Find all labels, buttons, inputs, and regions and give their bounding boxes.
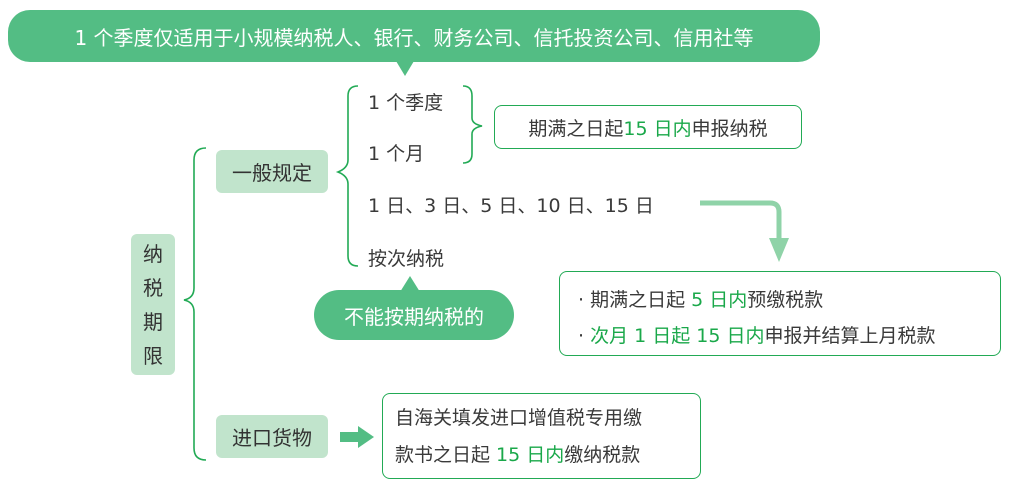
top-note-bubble: 1 个季度仅适用于小规模纳税人、银行、财务公司、信托投资公司、信用社等 (8, 10, 820, 62)
irregular-note-pointer (400, 276, 420, 292)
general-node: 一般规定 (216, 150, 328, 193)
rule-text: 期满之日起 (590, 289, 692, 311)
days-arrow-head (769, 238, 789, 262)
rule-text: 期满之日起 (528, 117, 624, 140)
main-brace (183, 147, 207, 461)
imports-arrow-head (358, 426, 374, 448)
period-days: 1 日、3 日、5 日、10 日、15 日 (368, 195, 654, 217)
quarter-month-brace (462, 85, 483, 164)
rule-highlight: 次月 1 日起 15 日内 (590, 325, 765, 347)
bullet: · (578, 325, 585, 347)
period-quarter: 1 个季度 (368, 92, 444, 114)
imports-rule-line: 款书之日起 15 日内缴纳税款 (395, 437, 700, 474)
days-rule-box: · 期满之日起 5 日内预缴税款 · 次月 1 日起 15 日内申报并结算上月税… (559, 271, 1001, 356)
imports-node: 进口货物 (216, 415, 328, 458)
rule-highlight: 15 日内 (496, 444, 565, 466)
root-char: 限 (143, 343, 163, 368)
period-per-transaction: 按次纳税 (368, 248, 445, 270)
days-rule-line: · 次月 1 日起 15 日内申报并结算上月税款 (578, 318, 1000, 354)
root-node: 纳 税 期 限 (131, 234, 175, 375)
days-rule-line: · 期满之日起 5 日内预缴税款 (578, 282, 1000, 318)
rule-highlight: 15 日内 (623, 117, 692, 140)
rule-text: 预缴税款 (747, 289, 824, 311)
rule-text: 缴纳税款 (564, 444, 641, 466)
quarter-month-rule-box: 期满之日起 15 日内申报纳税 (494, 105, 802, 149)
general-brace (335, 85, 359, 267)
period-month: 1 个月 (368, 143, 425, 165)
rule-text: 款书之日起 (395, 444, 497, 466)
root-char: 期 (143, 309, 163, 334)
root-char: 税 (143, 275, 163, 300)
days-arrow (700, 200, 782, 248)
imports-rule-line: 自海关填发进口增值税专用缴 (395, 407, 643, 429)
rule-highlight: 5 日内 (691, 289, 748, 311)
irregular-note-bubble: 不能按期纳税的 (314, 290, 514, 340)
bullet: · (578, 289, 585, 311)
rule-text: 申报并结算上月税款 (764, 325, 936, 347)
root-char: 纳 (143, 241, 163, 266)
imports-arrow-shaft (340, 432, 360, 442)
imports-rule-box: 自海关填发进口增值税专用缴 款书之日起 15 日内缴纳税款 (382, 393, 701, 479)
rule-text: 申报纳税 (691, 117, 768, 140)
top-note-pointer (396, 61, 414, 76)
